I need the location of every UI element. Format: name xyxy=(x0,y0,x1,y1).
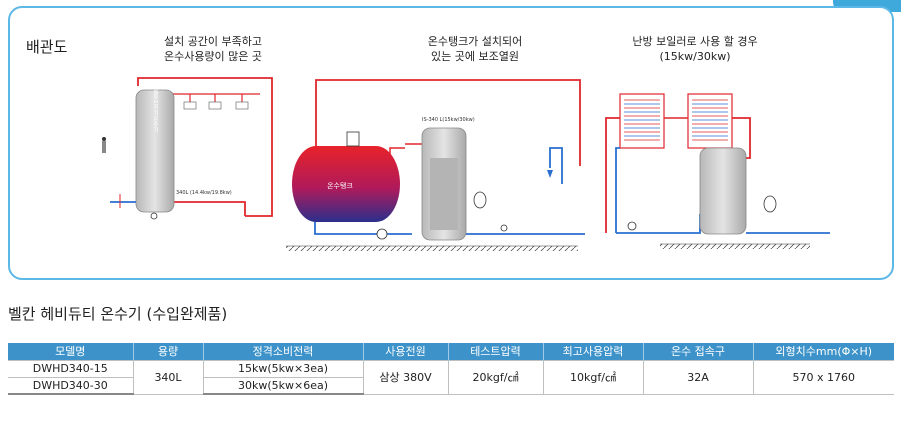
piping-svg: 슬립튜브전기온수기 340L (14.4kw/19.8kw) 온수탱크 xyxy=(102,77,830,251)
schematic-1: 슬립튜브전기온수기 340L (14.4kw/19.8kw) xyxy=(102,77,273,220)
caption-installation-1: 설치 공간이 부족하고 온수사용량이 많은 곳 xyxy=(163,35,263,63)
header-test-pressure: 테스트압력 xyxy=(447,343,543,360)
table-row: DWHD340-30 30kw(5kw×6ea) xyxy=(8,376,894,395)
tank-spec-label: 340L (14.4kw/19.8kw) xyxy=(176,190,232,196)
cell-supply: 삼상 380V xyxy=(362,359,449,395)
piping-diagram-panel: 배관도 설치 공간이 부족하고 온수사용량이 많은 곳 온수탱크가 설치되어 있… xyxy=(8,6,894,280)
product-title: 벨칸 헤비듀티 온수기 (수입완제품) xyxy=(8,305,228,323)
header-supply: 사용전원 xyxy=(362,343,448,360)
header-model: 모델명 xyxy=(8,343,133,360)
cell-test-pressure: 20kgf/㎠ xyxy=(447,359,544,395)
header-max-pressure: 최고사용압력 xyxy=(542,343,643,360)
cell-capacity: 340L xyxy=(132,359,204,395)
header-dimensions: 외형치수mm(Φ×H) xyxy=(752,343,894,360)
header-capacity: 용량 xyxy=(132,343,203,360)
spec-table-header: 모델명 용량 정격소비전력 사용전원 테스트압력 최고사용압력 온수 접속구 외… xyxy=(8,343,894,360)
cell-model: DWHD340-15 xyxy=(8,359,134,378)
header-connection: 온수 접속구 xyxy=(642,343,753,360)
tank2-spec-label: IS-340 L(15kw/30kw) xyxy=(422,117,475,123)
spec-table: 모델명 용량 정격소비전력 사용전원 테스트압력 최고사용압력 온수 접속구 외… xyxy=(8,343,894,395)
cell-max-pressure: 10kgf/㎠ xyxy=(542,359,644,395)
caption-installation-3: 난방 보일러로 사용 할 경우 (15kw/30kw) xyxy=(632,35,758,63)
tank-vertical-label: 슬립튜브전기온수기 xyxy=(152,82,159,134)
expansion-tank-label: 온수탱크 xyxy=(327,181,353,190)
cell-dimensions: 570 x 1760 xyxy=(752,359,894,395)
cell-model: DWHD340-30 xyxy=(8,376,134,395)
caption-installation-2: 온수탱크가 설치되어 있는 곳에 보조열원 xyxy=(427,35,523,63)
header-power: 정격소비전력 xyxy=(202,343,363,360)
diagram-title: 배관도 xyxy=(26,38,68,56)
table-row: DWHD340-15 340L 15kw(5kw×3ea) 삼상 380V 20… xyxy=(8,359,894,395)
cell-power: 15kw(5kw×3ea) xyxy=(202,359,364,378)
schematic-3 xyxy=(605,93,830,249)
cell-power: 30kw(5kw×6ea) xyxy=(202,376,363,395)
schematic-2: 온수탱크 IS-340 L(15kw/30kw) xyxy=(286,79,585,251)
cell-connection: 32A xyxy=(642,359,754,395)
